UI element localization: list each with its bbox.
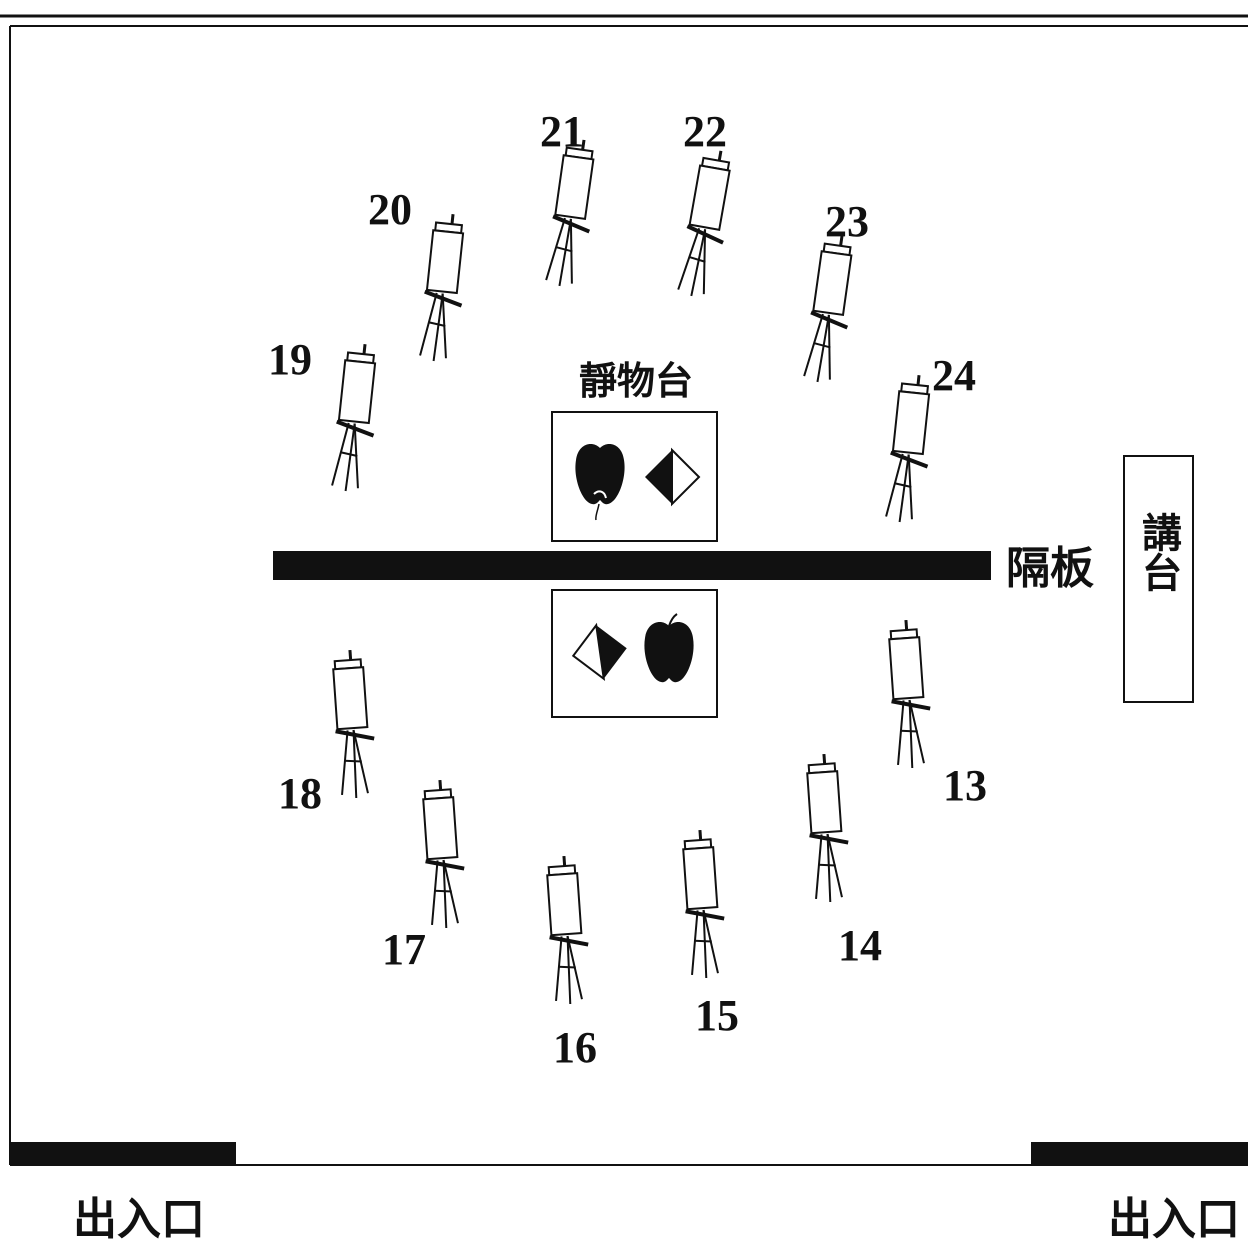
exit-left-door (10, 1142, 236, 1165)
podium: 講台 (1123, 455, 1194, 703)
easel-number: 19 (268, 335, 312, 384)
easel-number: 15 (695, 991, 739, 1040)
easel-number: 16 (553, 1023, 597, 1072)
easel-16: 16 (541, 852, 597, 1072)
easel-23: 23 (799, 197, 869, 388)
easel-icon (327, 646, 381, 802)
easel-number: 13 (943, 761, 987, 810)
partition-label: 隔板 (1006, 543, 1094, 594)
easel-22: 22 (673, 107, 741, 302)
easel-icon (883, 616, 937, 772)
easel-number: 23 (825, 197, 869, 246)
easel-17: 17 (382, 776, 471, 974)
easel-number: 14 (838, 921, 882, 970)
easel-24: 24 (881, 351, 976, 527)
exit-left-label: 出入口 (73, 1194, 205, 1244)
easel-number: 18 (278, 769, 322, 818)
easel-icon (677, 826, 731, 982)
partition-bar (273, 551, 991, 580)
easel-icon (327, 340, 385, 496)
still-life-table-label: 靜物台 (579, 359, 693, 403)
easel-icon (673, 145, 741, 302)
still-life-table-upper (551, 411, 718, 542)
easel-icon (801, 750, 855, 906)
exit-right-door (1031, 1142, 1248, 1165)
easel-19: 19 (268, 335, 385, 496)
easel-icon (417, 776, 471, 932)
easel-number: 22 (683, 107, 727, 156)
easel-number: 21 (540, 107, 584, 156)
apple-icon (575, 444, 625, 521)
easel-icon (541, 852, 595, 1008)
easel-13: 13 (883, 616, 987, 810)
easel-icon (541, 135, 604, 292)
easels: 21 22 20 23 19 24 18 13 (268, 107, 987, 1072)
easel-21: 21 (540, 107, 604, 292)
easel-number: 20 (368, 185, 412, 234)
still-life-table-lower (551, 589, 718, 718)
apple-icon (644, 613, 694, 683)
easel-icon (415, 210, 473, 366)
exit-right-label: 出入口 (1108, 1194, 1240, 1244)
easel-number: 17 (382, 925, 426, 974)
easel-icon (881, 371, 939, 527)
easel-18: 18 (278, 646, 381, 818)
easel-icon (799, 231, 862, 388)
podium-label: 講台 (1135, 512, 1181, 592)
easel-15: 15 (677, 826, 739, 1040)
easel-number: 24 (932, 351, 976, 400)
easel-20: 20 (368, 185, 473, 366)
easel-14: 14 (801, 750, 882, 970)
